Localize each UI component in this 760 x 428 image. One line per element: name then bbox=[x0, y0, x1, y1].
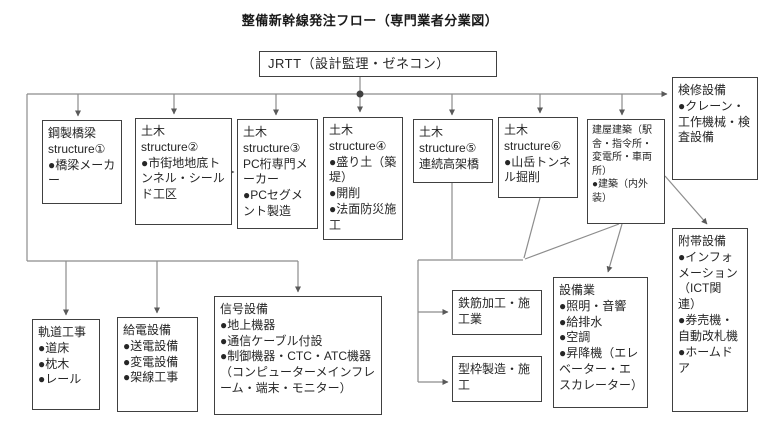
box-civil-structure4: 土木 structure④ ●盛り土（築堤） ●開削 ●法面防災施工 bbox=[323, 117, 403, 240]
box-jrtt: JRTT（設計監理・ゼネコン） bbox=[259, 51, 497, 77]
box-inspection-equipment: 検修設備 ●クレーン・工作機械・検査設備 bbox=[672, 77, 758, 180]
box-steel-bridge-structure1: 鋼製橋梁 structure① ●橋梁メーカー bbox=[42, 120, 122, 204]
box-civil-structure6: 土木 structure⑥ ●山岳トンネル掘削 bbox=[498, 117, 578, 198]
connector-building-to-mid-bus bbox=[524, 223, 620, 260]
diagram-title: 整備新幹線発注フロー（専門業者分業図） bbox=[241, 13, 499, 28]
box-civil-structure5: 土木 structure⑤ 連続高架橋 bbox=[413, 119, 493, 183]
box-civil-structure2: 土木 structure② ●市街地地底トンネル・シールド工区 bbox=[135, 118, 232, 225]
box-formwork-manufacturing: 型枠製造・施工 bbox=[452, 356, 542, 402]
connector-building-to-equipment bbox=[606, 223, 623, 273]
connector-building-to-ancillary bbox=[664, 175, 708, 225]
box-signal-equipment: 信号設備 ●地上機器 ●通信ケーブル付設 ●制御機器・CTC・ATC機器（コンピ… bbox=[214, 296, 382, 415]
connector-civil6-down bbox=[523, 197, 541, 259]
box-power-supply-equipment: 給電設備 ●送電設備 ●変電設備 ●架線工事 bbox=[117, 317, 198, 412]
box-ancillary-equipment: 附帯設備 ●インフォメーション（ICT関連） ●券売機・自動改札機 ●ホームドア bbox=[672, 228, 748, 412]
box-track-works: 軌道工事 ●道床 ●枕木 ●レール bbox=[32, 319, 100, 410]
box-building-construction: 建屋建築（駅舎・指令所・変電所・車両所） ●建築（内外装） bbox=[587, 119, 665, 224]
box-equipment-industry: 設備業 ●照明・音響 ●給排水 ●空調 ●昇降機（エレベーター・エスカレーター） bbox=[553, 277, 648, 408]
box-civil-structure3: 土木 structure③ PC桁専門メーカー ●PCセグメント製造 bbox=[237, 119, 318, 229]
box-rebar-processing: 鉄筋加工・施工業 bbox=[452, 290, 542, 335]
junction-dot bbox=[356, 90, 364, 98]
